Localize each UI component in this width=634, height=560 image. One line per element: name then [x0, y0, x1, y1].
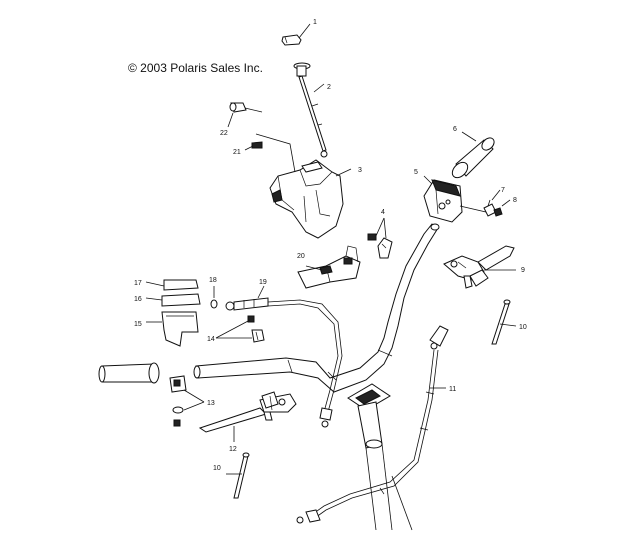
- part-13-switch: [169, 375, 205, 427]
- callout-22: 22: [220, 130, 228, 137]
- callout-19: 19: [259, 279, 267, 286]
- callout-14: 14: [207, 336, 215, 343]
- part-4-clamp: [367, 217, 393, 259]
- callout-11: 11: [449, 386, 456, 393]
- part-15-17-reservoir: [145, 279, 201, 347]
- part-1-cap: [281, 23, 311, 46]
- callout-13: 13: [207, 400, 215, 407]
- part-20-bracket: [297, 245, 361, 289]
- part-22-fitting: [227, 102, 263, 128]
- callout-2: 2: [327, 84, 331, 91]
- callout-labels: 1 2 3 4 5 6 7 8 9 10 10 11 12 13 14 15 1…: [134, 19, 527, 472]
- callout-21: 21: [233, 149, 241, 156]
- part-7-8-small: [483, 189, 511, 217]
- callout-20: 20: [297, 253, 305, 260]
- part-11-cable: [296, 325, 449, 524]
- handlebar: [193, 223, 440, 393]
- part-10-bolt-left: [226, 452, 250, 499]
- callout-9: 9: [521, 267, 525, 274]
- copyright-notice: © 2003 Polaris Sales Inc.: [128, 61, 263, 75]
- callout-16: 16: [134, 296, 142, 303]
- callout-8: 8: [513, 197, 517, 204]
- callout-18: 18: [209, 277, 217, 284]
- callout-12: 12: [229, 446, 237, 453]
- callout-5: 5: [414, 169, 418, 176]
- callout-3: 3: [358, 167, 362, 174]
- part-10-bolt-right: [491, 299, 517, 345]
- callout-17: 17: [134, 280, 142, 287]
- part-14-clamp: [215, 315, 265, 343]
- part-9-lever: [443, 245, 516, 289]
- part-18-oring: [210, 286, 218, 309]
- left-grip: [98, 362, 160, 384]
- part-19-cable: [225, 285, 343, 428]
- callout-10-left: 10: [213, 465, 221, 472]
- callout-4: 4: [381, 209, 385, 216]
- part-3-housing: [255, 133, 352, 239]
- callout-1: 1: [313, 19, 317, 26]
- part-5-throttle-housing: [423, 175, 491, 223]
- steering-post: [347, 383, 413, 531]
- callout-7: 7: [501, 187, 505, 194]
- part-12-brake-lever: [198, 391, 297, 442]
- callout-6: 6: [453, 126, 457, 133]
- part-21-screw: [244, 141, 263, 151]
- callout-15: 15: [134, 321, 142, 328]
- part-2-rod: [293, 62, 328, 158]
- callout-10-right: 10: [519, 324, 527, 331]
- part-6-grip: [451, 131, 495, 179]
